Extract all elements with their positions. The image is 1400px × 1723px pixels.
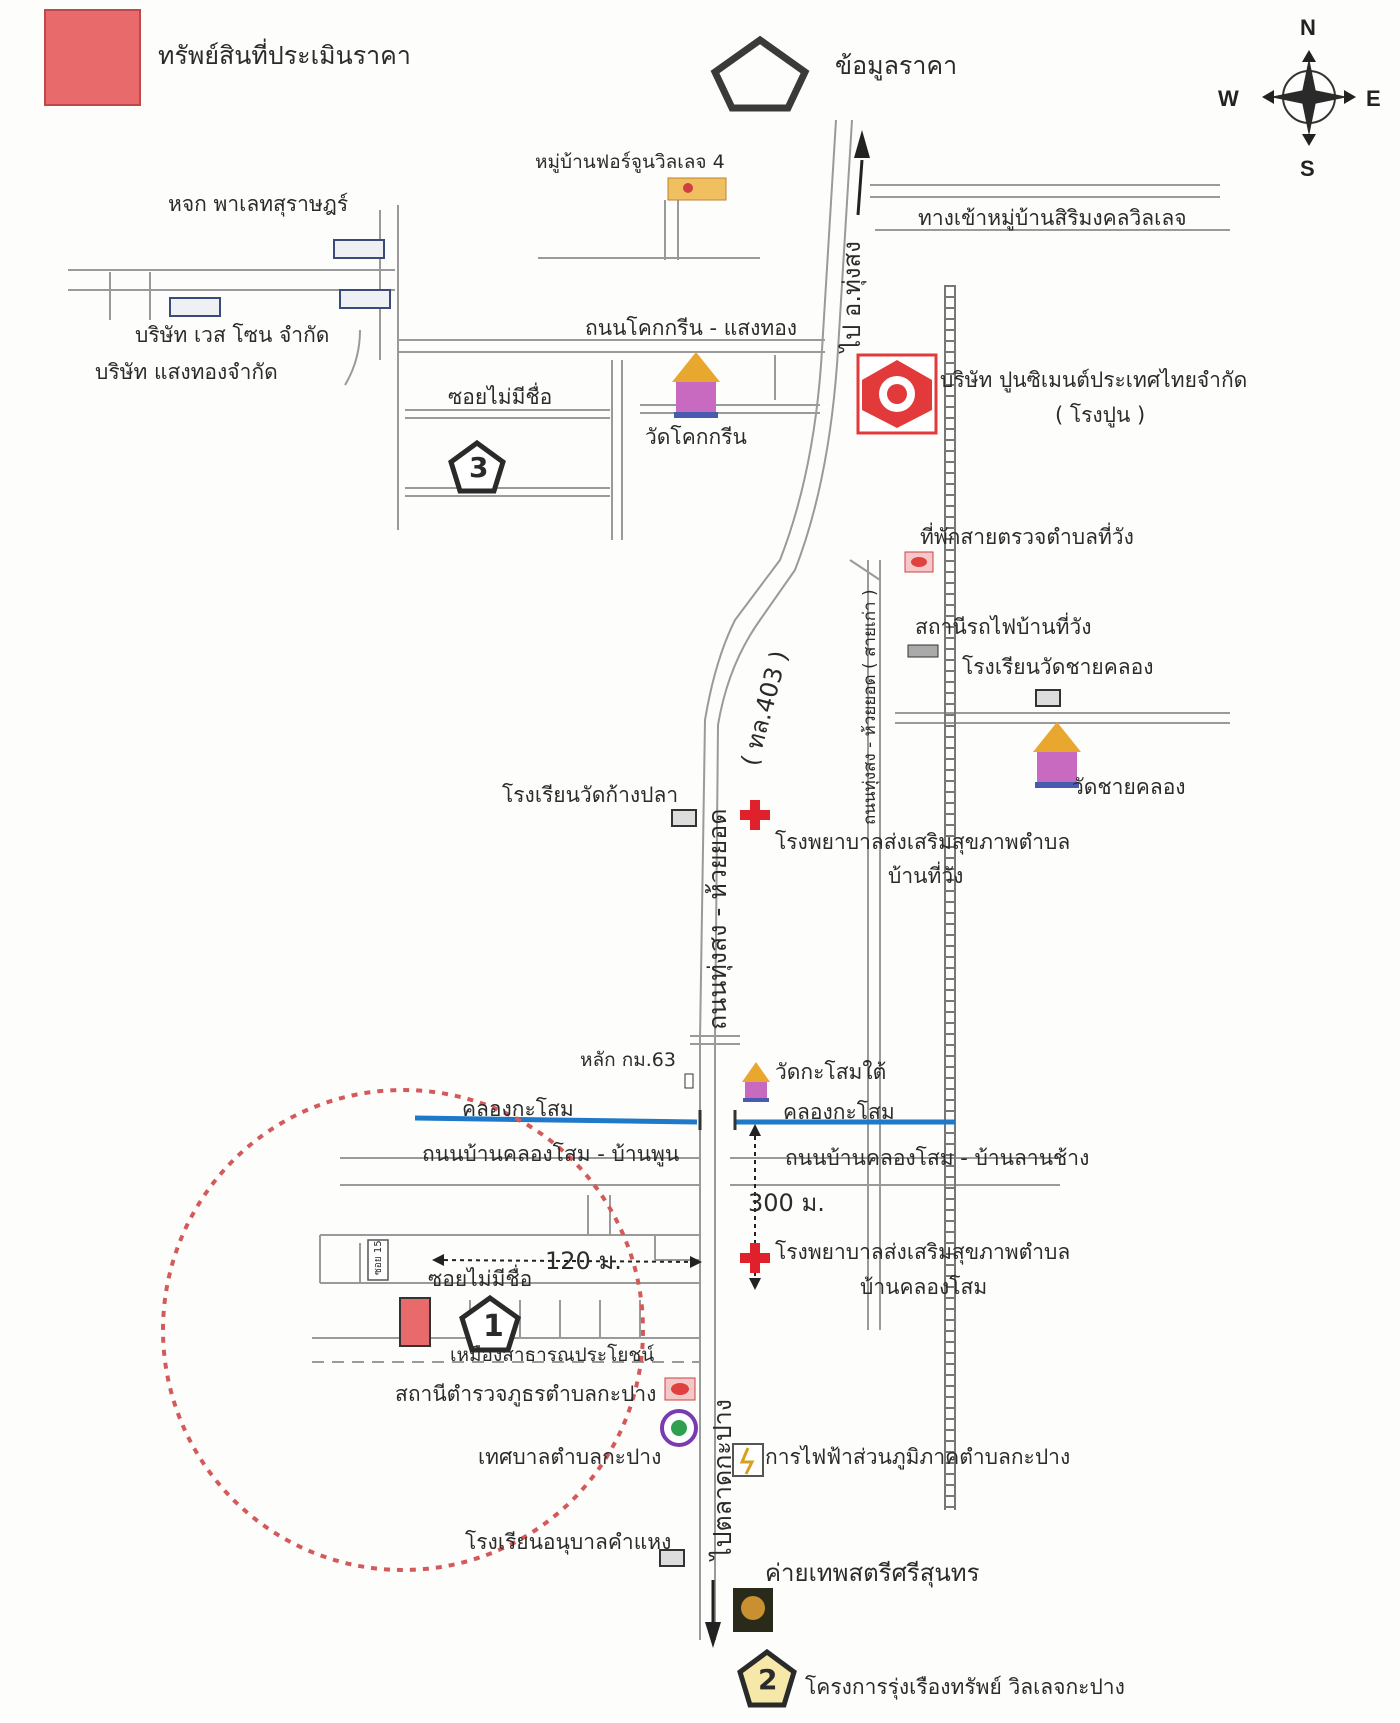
label-school-kang-pla: โรงเรียนวัดก้างปลา [502, 783, 679, 807]
compass-s: S [1300, 156, 1315, 181]
municipality-logo-icon [660, 1409, 698, 1447]
label-distance-120m: 120 ม. [545, 1247, 622, 1275]
distance-300m-line [749, 1124, 761, 1290]
village-icon [667, 177, 727, 201]
canal-khlong-kasom [414, 1110, 955, 1130]
price-marker-2 [737, 1648, 797, 1708]
label-wes-zone: บริษัท เวส โซน จำกัด [135, 323, 330, 347]
label-road-to-siri-village: ทางเข้าหมู่บ้านสิริมงคลวิลเลจ [918, 206, 1187, 230]
label-hospital-thiwang-2: บ้านที่วัง [888, 864, 964, 888]
cement-company-logo-icon [856, 353, 938, 435]
label-hospital-khlongsom-2: บ้านคลองโสม [860, 1275, 988, 1299]
police-station-icon [664, 1377, 696, 1401]
subject-property-marker [399, 1297, 431, 1347]
radius-circle [161, 1088, 645, 1572]
label-road-east: ถนนบ้านคลองโสม - บ้านลานช้าง [785, 1146, 1090, 1170]
price-marker-1-number: 1 [483, 1309, 504, 1344]
legend-property-label: ทรัพย์สินที่ประเมินราคา [158, 41, 411, 70]
legend-price-data-label: ข้อมูลราคา [835, 51, 958, 80]
factory-icons [169, 239, 391, 317]
label-km-post: หลัก กม.63 [580, 1049, 676, 1071]
label-pea: การไฟฟ้าส่วนภูมิภาคตำบลกะปาง [765, 1445, 1071, 1469]
police-box-icon [904, 551, 934, 573]
price-marker-1 [459, 1294, 521, 1353]
road-network [68, 119, 1230, 1640]
north-arrow-icon [854, 130, 870, 216]
label-soi-unnamed-top: ซอยไม่มีชื่อ [448, 385, 553, 409]
label-saengthong: บริษัท แสงทองจำกัด [95, 360, 278, 384]
label-hospital-khlongsom-1: โรงพยาบาลส่งเสริมสุขภาพตำบล [775, 1240, 1071, 1264]
label-road-thungsong-huaiyot: ถนนทุ่งสง - ห้วยยอด [703, 808, 732, 1030]
train-icon [907, 644, 939, 658]
temple-icon [672, 352, 720, 418]
distance-120m-line [432, 1254, 702, 1268]
label-wat-chai-khlong: วัดชายคลอง [1072, 775, 1186, 799]
label-cement-company: บริษัท ปูนซิเมนต์ประเทศไทยจำกัด [940, 368, 1248, 392]
label-rail-station: สถานีรถไฟบ้านที่วัง [915, 615, 1092, 639]
label-canal-west: คลองกะโสม [462, 1097, 574, 1121]
compass-w: W [1218, 86, 1239, 111]
temple-icon-chai-khlong [1033, 722, 1081, 788]
label-school-chai-khlong: โรงเรียนวัดชายคลอง [962, 655, 1154, 679]
price-marker-3-number: 3 [469, 451, 489, 484]
label-to-kapang-market: ไปตลาดกะปาง [708, 1399, 737, 1560]
compass-n: N [1300, 15, 1316, 40]
school-icons [659, 689, 1061, 1567]
label-police-box: ที่พักสายตรวจตำบลที่วัง [920, 525, 1134, 549]
electricity-authority-icon [732, 1443, 764, 1477]
hospital-cross-icon [740, 800, 770, 830]
hospital-cross-icon-khlongsom [740, 1243, 770, 1273]
soi-sign-post [367, 1239, 389, 1281]
label-public-well: เหมืองสาธารณประโยชน์ [450, 1344, 655, 1366]
army-camp-emblem-icon [733, 1588, 773, 1632]
label-to-thung-song: ไป อ.ทุ่งสง [838, 241, 866, 352]
label-soi-sign: ซอย 15 [373, 1240, 384, 1275]
compass-e: E [1366, 86, 1381, 111]
label-canal-east: คลองกะโสม [783, 1100, 895, 1124]
compass-rose-icon [1262, 50, 1356, 146]
price-marker-2-number: 2 [758, 1663, 778, 1696]
price-marker-3 [448, 439, 506, 494]
legend-price-data-pentagon [710, 35, 810, 112]
label-distance-300m: 300 ม. [748, 1189, 825, 1217]
label-road-khok-krin: ถนนโคกกรีน - แสงทอง [585, 316, 798, 340]
label-wat-khok-krin: วัดโคกกรีน [645, 425, 747, 449]
label-wat-kasom-tai: วัดกะโสมใต้ [775, 1060, 887, 1084]
label-municipality: เทศบาลตำบลกะปาง [478, 1445, 662, 1469]
temple-icon-kasom-tai [742, 1062, 770, 1102]
railway-line [944, 285, 956, 1510]
south-arrow-icon [705, 1580, 721, 1648]
label-soi-unnamed: ซอยไม่มีชื่อ [428, 1267, 533, 1291]
label-village-fortune: หมู่บ้านฟอร์จูนวิลเลจ 4 [535, 151, 725, 173]
label-project-rungrueang: โครงการรุ่งเรืองทรัพย์ วิลเลจกะปาง [805, 1675, 1125, 1699]
label-police-station: สถานีตำรวจภูธรตำบลกะปาง [395, 1382, 657, 1406]
label-army-camp: ค่ายเทพสตรีศรีสุนทร [765, 1559, 980, 1587]
label-hospital-thiwang-1: โรงพยาบาลส่งเสริมสุขภาพตำบล [775, 830, 1071, 854]
label-road-west: ถนนบ้านคลองโสม - บ้านพูน [422, 1142, 680, 1166]
km-post-icon [684, 1073, 694, 1089]
label-road-thungsong-huaiyot-old: ถนนทุ่งสง - ห้วยยอด ( สายเก่า ) [860, 589, 880, 825]
label-cement-plant: ( โรงปูน ) [1055, 403, 1146, 427]
label-palace-partnership: หจก พาเลทสุราษฎร์ [168, 192, 349, 216]
label-kindergarten: โรงเรียนอนุบาลคำแหง [465, 1530, 672, 1554]
legend-property-swatch [44, 9, 141, 106]
